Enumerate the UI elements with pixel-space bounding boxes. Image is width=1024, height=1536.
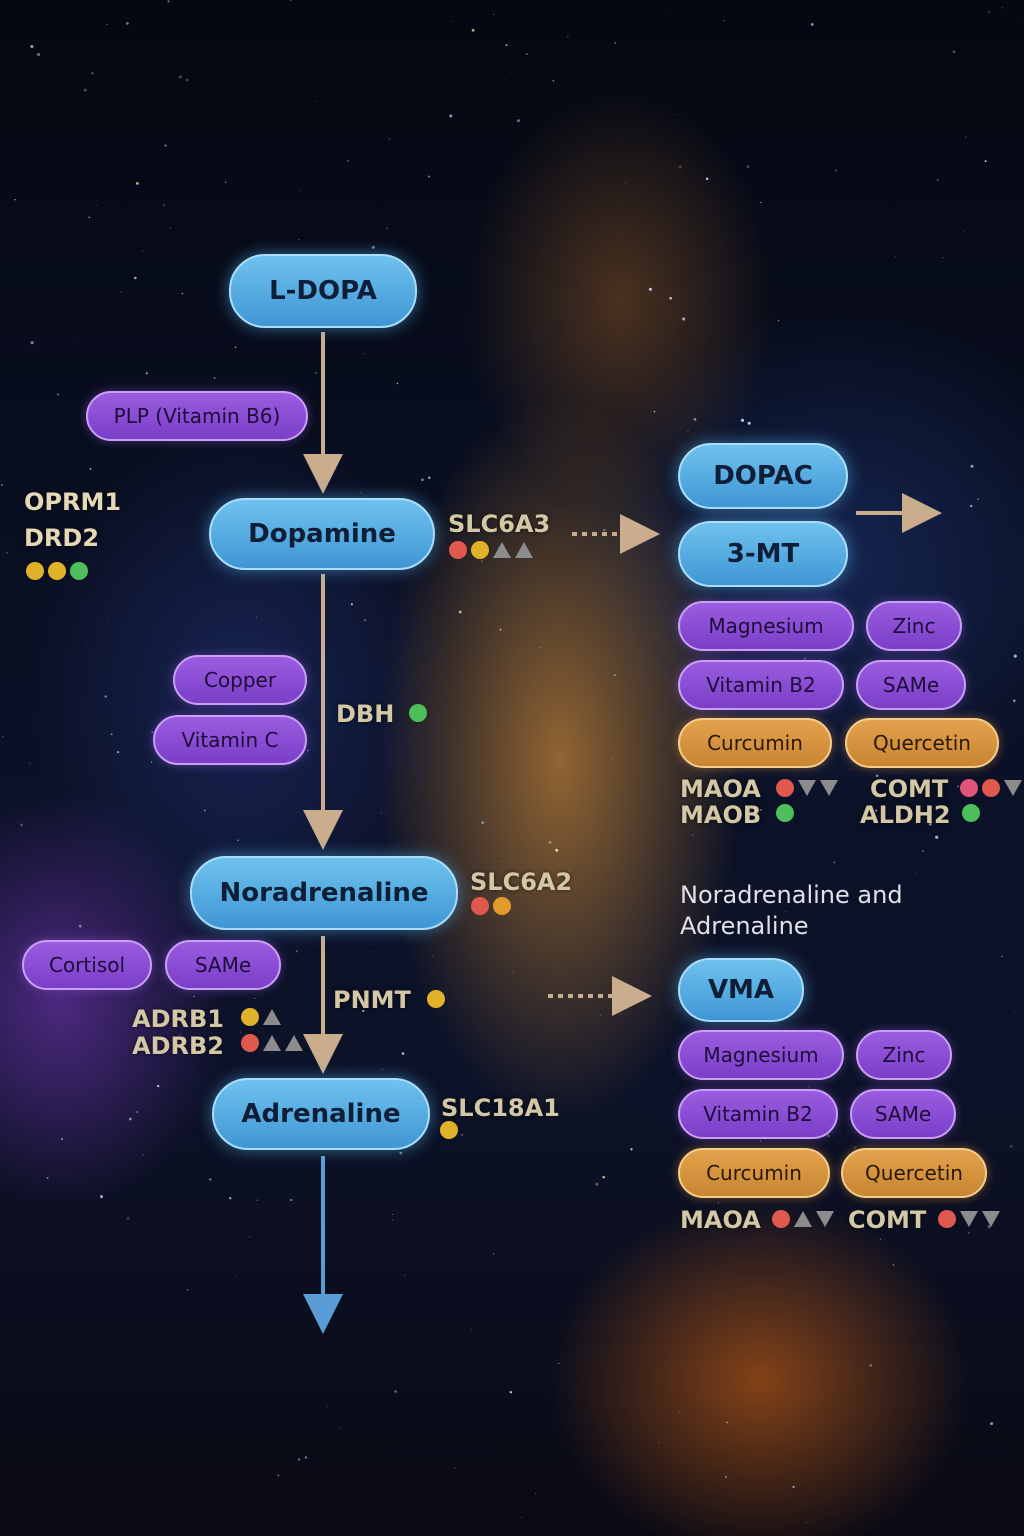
markers-maoa: [776, 779, 838, 797]
node-adrenaline: Adrenaline: [212, 1078, 430, 1150]
yellow-dot-marker: [48, 562, 66, 580]
na-metab-caption: Noradrenaline and Adrenaline: [680, 881, 903, 940]
triangle-down-marker: [982, 1211, 1000, 1227]
markers-adrb1: [241, 1008, 281, 1026]
triangle-up-marker: [794, 1211, 812, 1227]
na-metab-pill: Zinc: [856, 1030, 952, 1080]
dopamine-metab-pill: Vitamin B2: [678, 660, 844, 710]
red-dot-marker: [776, 779, 794, 797]
triangle-up-marker: [515, 542, 533, 558]
triangle-down-marker: [820, 780, 838, 796]
red-dot-marker: [938, 1210, 956, 1228]
red-dot-marker: [449, 541, 467, 559]
red-dot-marker: [772, 1210, 790, 1228]
gene-slc18a1: SLC18A1: [441, 1094, 560, 1122]
triangle-down-marker: [798, 780, 816, 796]
node-3-mt: 3-MT: [678, 521, 848, 587]
gene-adrb2: ADRB2: [132, 1032, 224, 1060]
node-l-dopa: L-DOPA: [229, 254, 417, 328]
gene-pnmt: PNMT: [333, 986, 411, 1014]
yellow-dot-marker: [471, 541, 489, 559]
dopamine-metab-pill: SAMe: [856, 660, 966, 710]
gene-adrb1: ADRB1: [132, 1005, 224, 1033]
markers-maoa-na: [772, 1210, 834, 1228]
na-metab-pill: Quercetin: [841, 1148, 987, 1198]
red-dot-marker: [471, 897, 489, 915]
gene-maoa: MAOA: [680, 775, 761, 803]
yellow-dot-marker: [26, 562, 44, 580]
markers-slc6a3: [449, 541, 533, 559]
triangle-up-marker: [285, 1035, 303, 1051]
dopamine-metab-pill: Quercetin: [845, 718, 999, 768]
gene-dbh: DBH: [336, 700, 395, 728]
triangle-up-marker: [493, 542, 511, 558]
red-dot-marker: [241, 1034, 259, 1052]
triangle-down-marker: [816, 1211, 834, 1227]
markers-adrb2: [241, 1034, 303, 1052]
node-vma: VMA: [678, 958, 804, 1022]
markers-dbh: [409, 704, 427, 722]
gene-maob: MAOB: [680, 801, 762, 829]
node-dopac: DOPAC: [678, 443, 848, 509]
gene-drd2: DRD2: [24, 524, 100, 552]
cofactor-copper: Copper: [173, 655, 307, 705]
green-dot-marker: [962, 804, 980, 822]
gene-slc6a2: SLC6A2: [470, 868, 573, 896]
cofactor-same: SAMe: [165, 940, 281, 990]
gene-oprm1: OPRM1: [24, 488, 122, 516]
yellow-dot-marker: [440, 1121, 458, 1139]
na-metab-pill: SAMe: [850, 1089, 956, 1139]
markers-maob: [776, 804, 794, 822]
gene-comt: COMT: [870, 775, 949, 803]
na-metab-pill: Vitamin B2: [678, 1089, 838, 1139]
dopamine-metab-pill: Zinc: [866, 601, 962, 651]
green-dot-marker: [409, 704, 427, 722]
na-metab-pill: Curcumin: [678, 1148, 830, 1198]
gene-aldh2: ALDH2: [860, 801, 951, 829]
gene-maoa-na: MAOA: [680, 1206, 761, 1234]
markers-slc18a1: [440, 1121, 458, 1139]
green-dot-marker: [70, 562, 88, 580]
cofactor-cortisol: Cortisol: [22, 940, 152, 990]
gene-comt-na: COMT: [848, 1206, 927, 1234]
cofactor-vitamin-c: Vitamin C: [153, 715, 307, 765]
triangle-up-marker: [263, 1035, 281, 1051]
red-dot-marker: [982, 779, 1000, 797]
na-metab-pill: Magnesium: [678, 1030, 844, 1080]
triangle-down-marker: [1004, 780, 1022, 796]
markers-oprm1-drd2: [26, 562, 88, 580]
markers-aldh2: [962, 804, 980, 822]
pink-dot-marker: [960, 779, 978, 797]
dopamine-metab-pill: Curcumin: [678, 718, 832, 768]
markers-slc6a2: [471, 897, 511, 915]
yellow-dot-marker: [427, 990, 445, 1008]
cofactor-plp: PLP (Vitamin B6): [86, 391, 308, 441]
triangle-down-marker: [960, 1211, 978, 1227]
markers-comt: [960, 779, 1022, 797]
markers-pnmt: [427, 990, 445, 1008]
markers-comt-na: [938, 1210, 1000, 1228]
orange-dot-marker: [493, 897, 511, 915]
triangle-up-marker: [263, 1009, 281, 1025]
gene-slc6a3: SLC6A3: [448, 510, 551, 538]
dopamine-metab-pill: Magnesium: [678, 601, 854, 651]
yellow-dot-marker: [241, 1008, 259, 1026]
node-dopamine: Dopamine: [209, 498, 435, 570]
green-dot-marker: [776, 804, 794, 822]
node-noradrenaline: Noradrenaline: [190, 856, 458, 930]
